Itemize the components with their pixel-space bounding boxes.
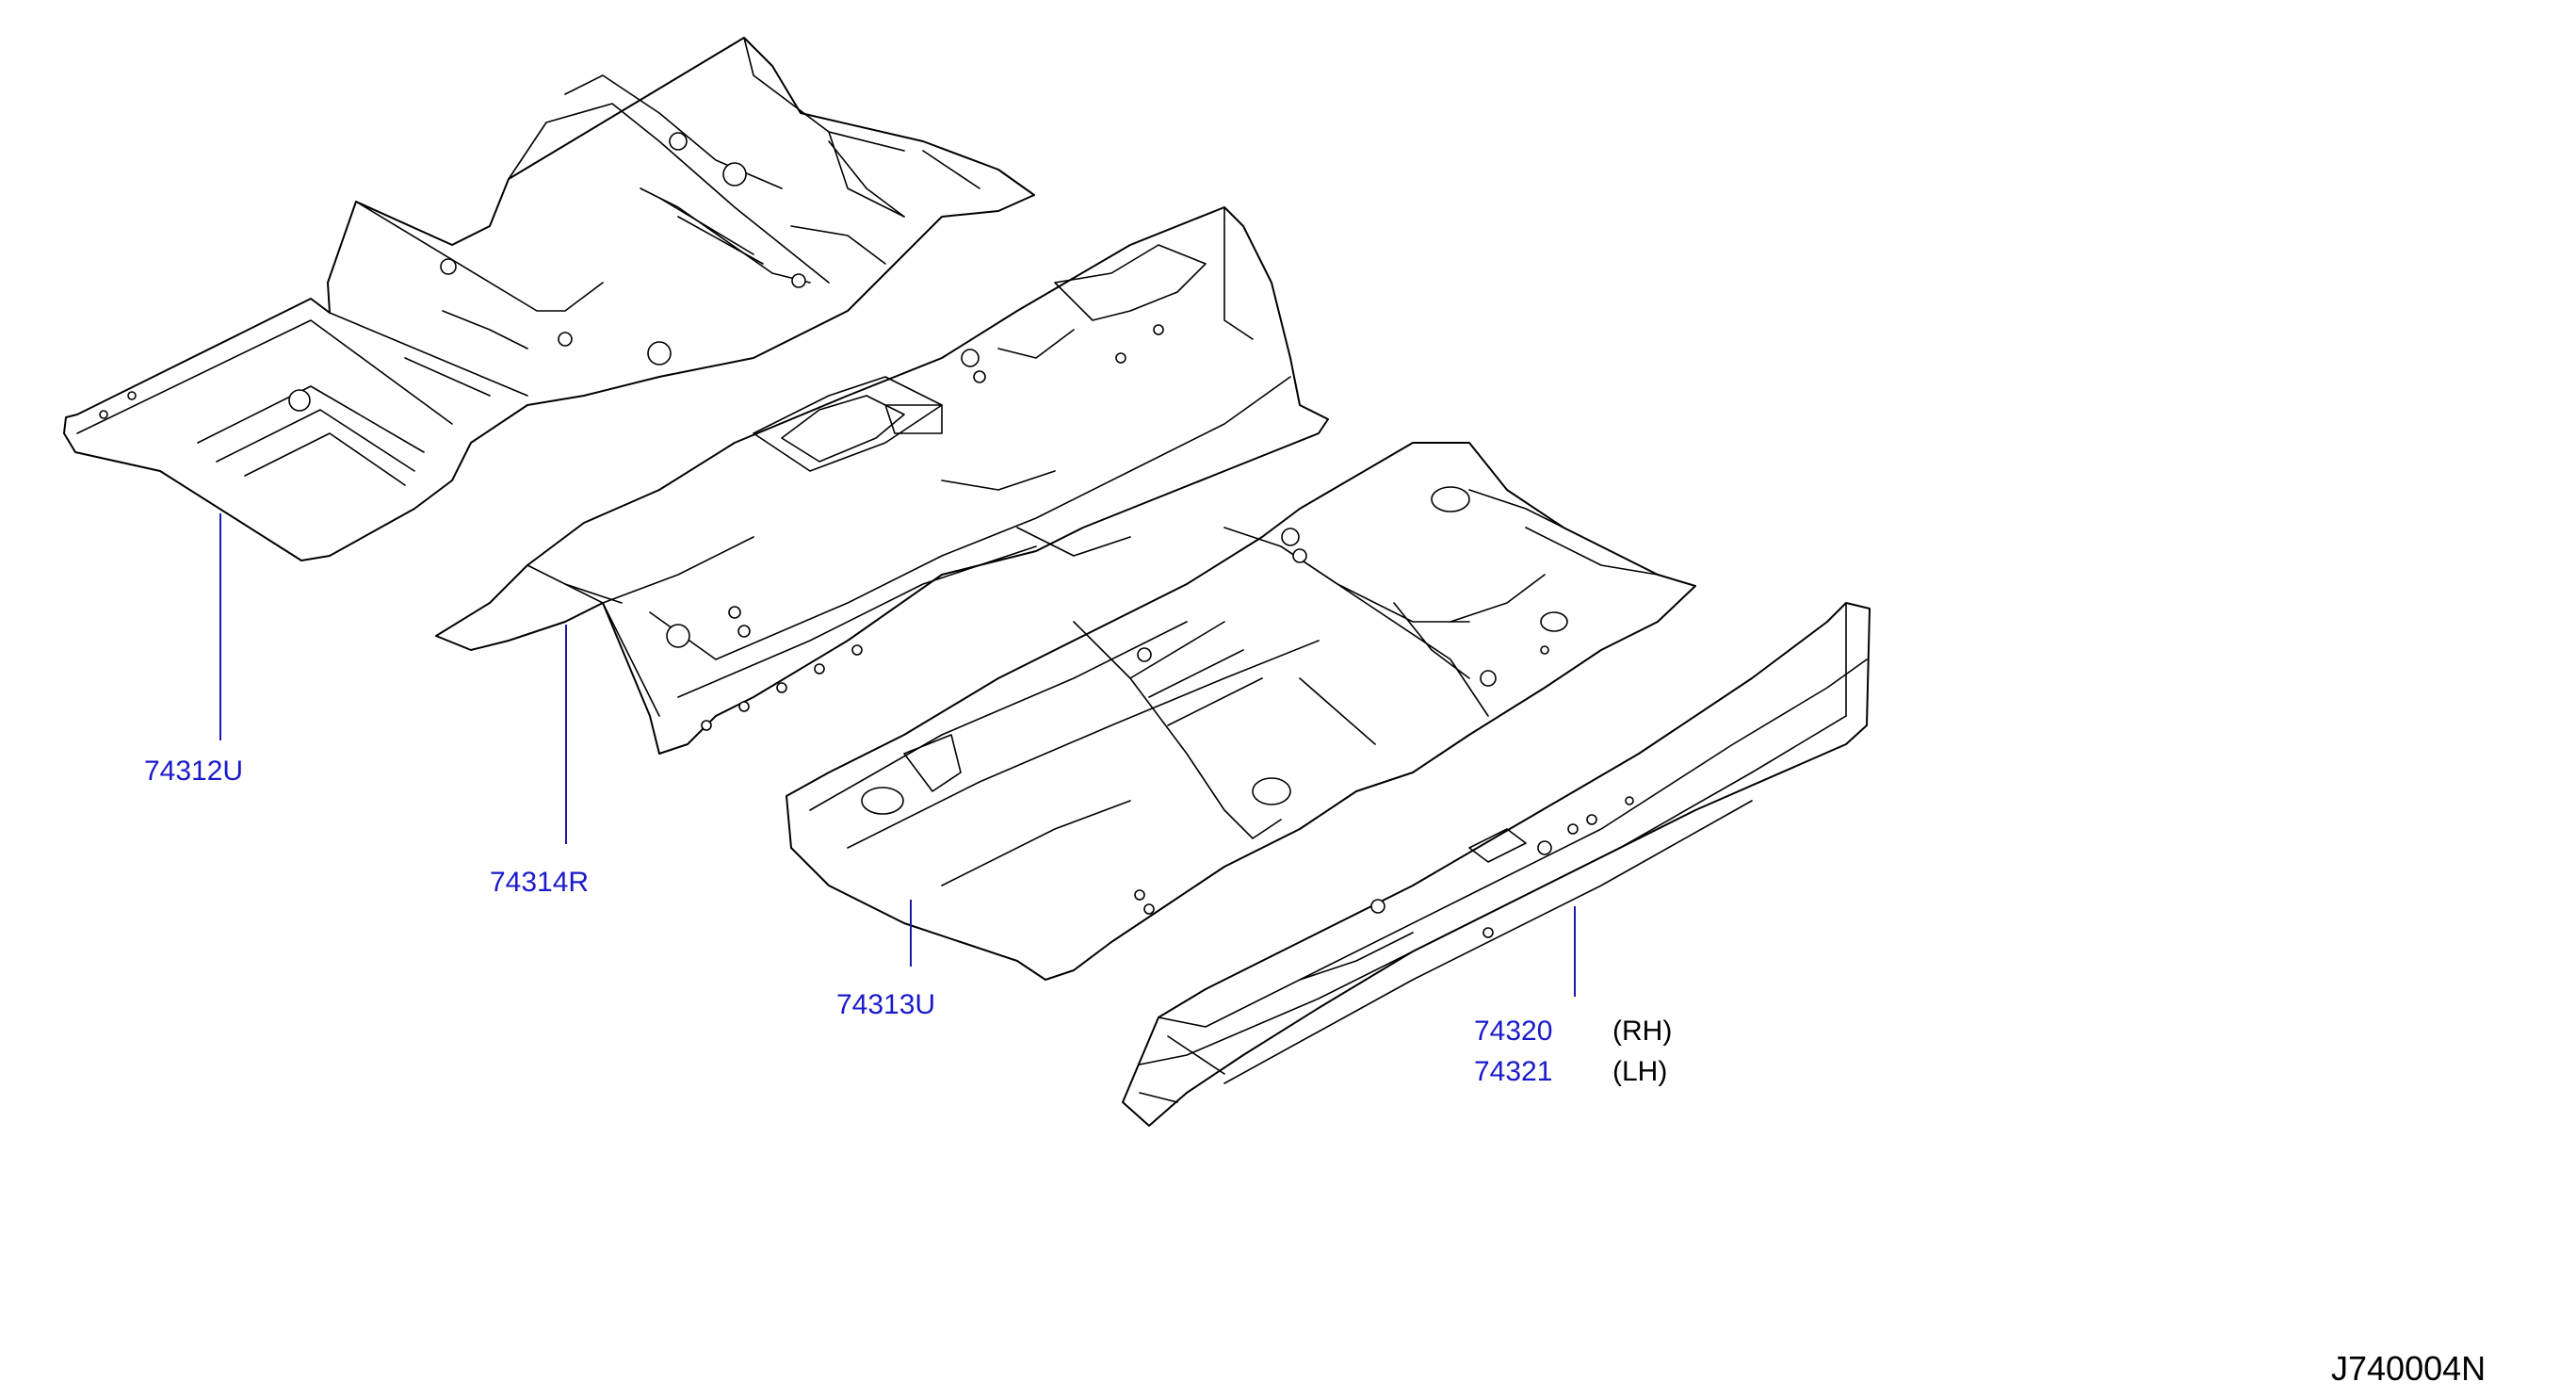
callout-74312U: 74312U	[144, 756, 244, 787]
callout-74320: 74320	[1474, 1016, 1553, 1047]
floor-tunnel-drawing	[435, 206, 1329, 755]
front-floor-panel-drawing	[63, 37, 1035, 561]
rear-floor-panel-drawing	[786, 442, 1696, 981]
side-member-drawing	[1122, 602, 1871, 1127]
callout-74314R: 74314R	[490, 867, 590, 898]
callout-74320-side: (RH)	[1612, 1016, 1673, 1047]
diagram-code: J740004N	[2331, 1349, 2487, 1388]
callout-74321-side: (LH)	[1612, 1056, 1668, 1087]
callout-74321: 74321	[1474, 1056, 1553, 1087]
callout-74313U: 74313U	[836, 989, 936, 1020]
